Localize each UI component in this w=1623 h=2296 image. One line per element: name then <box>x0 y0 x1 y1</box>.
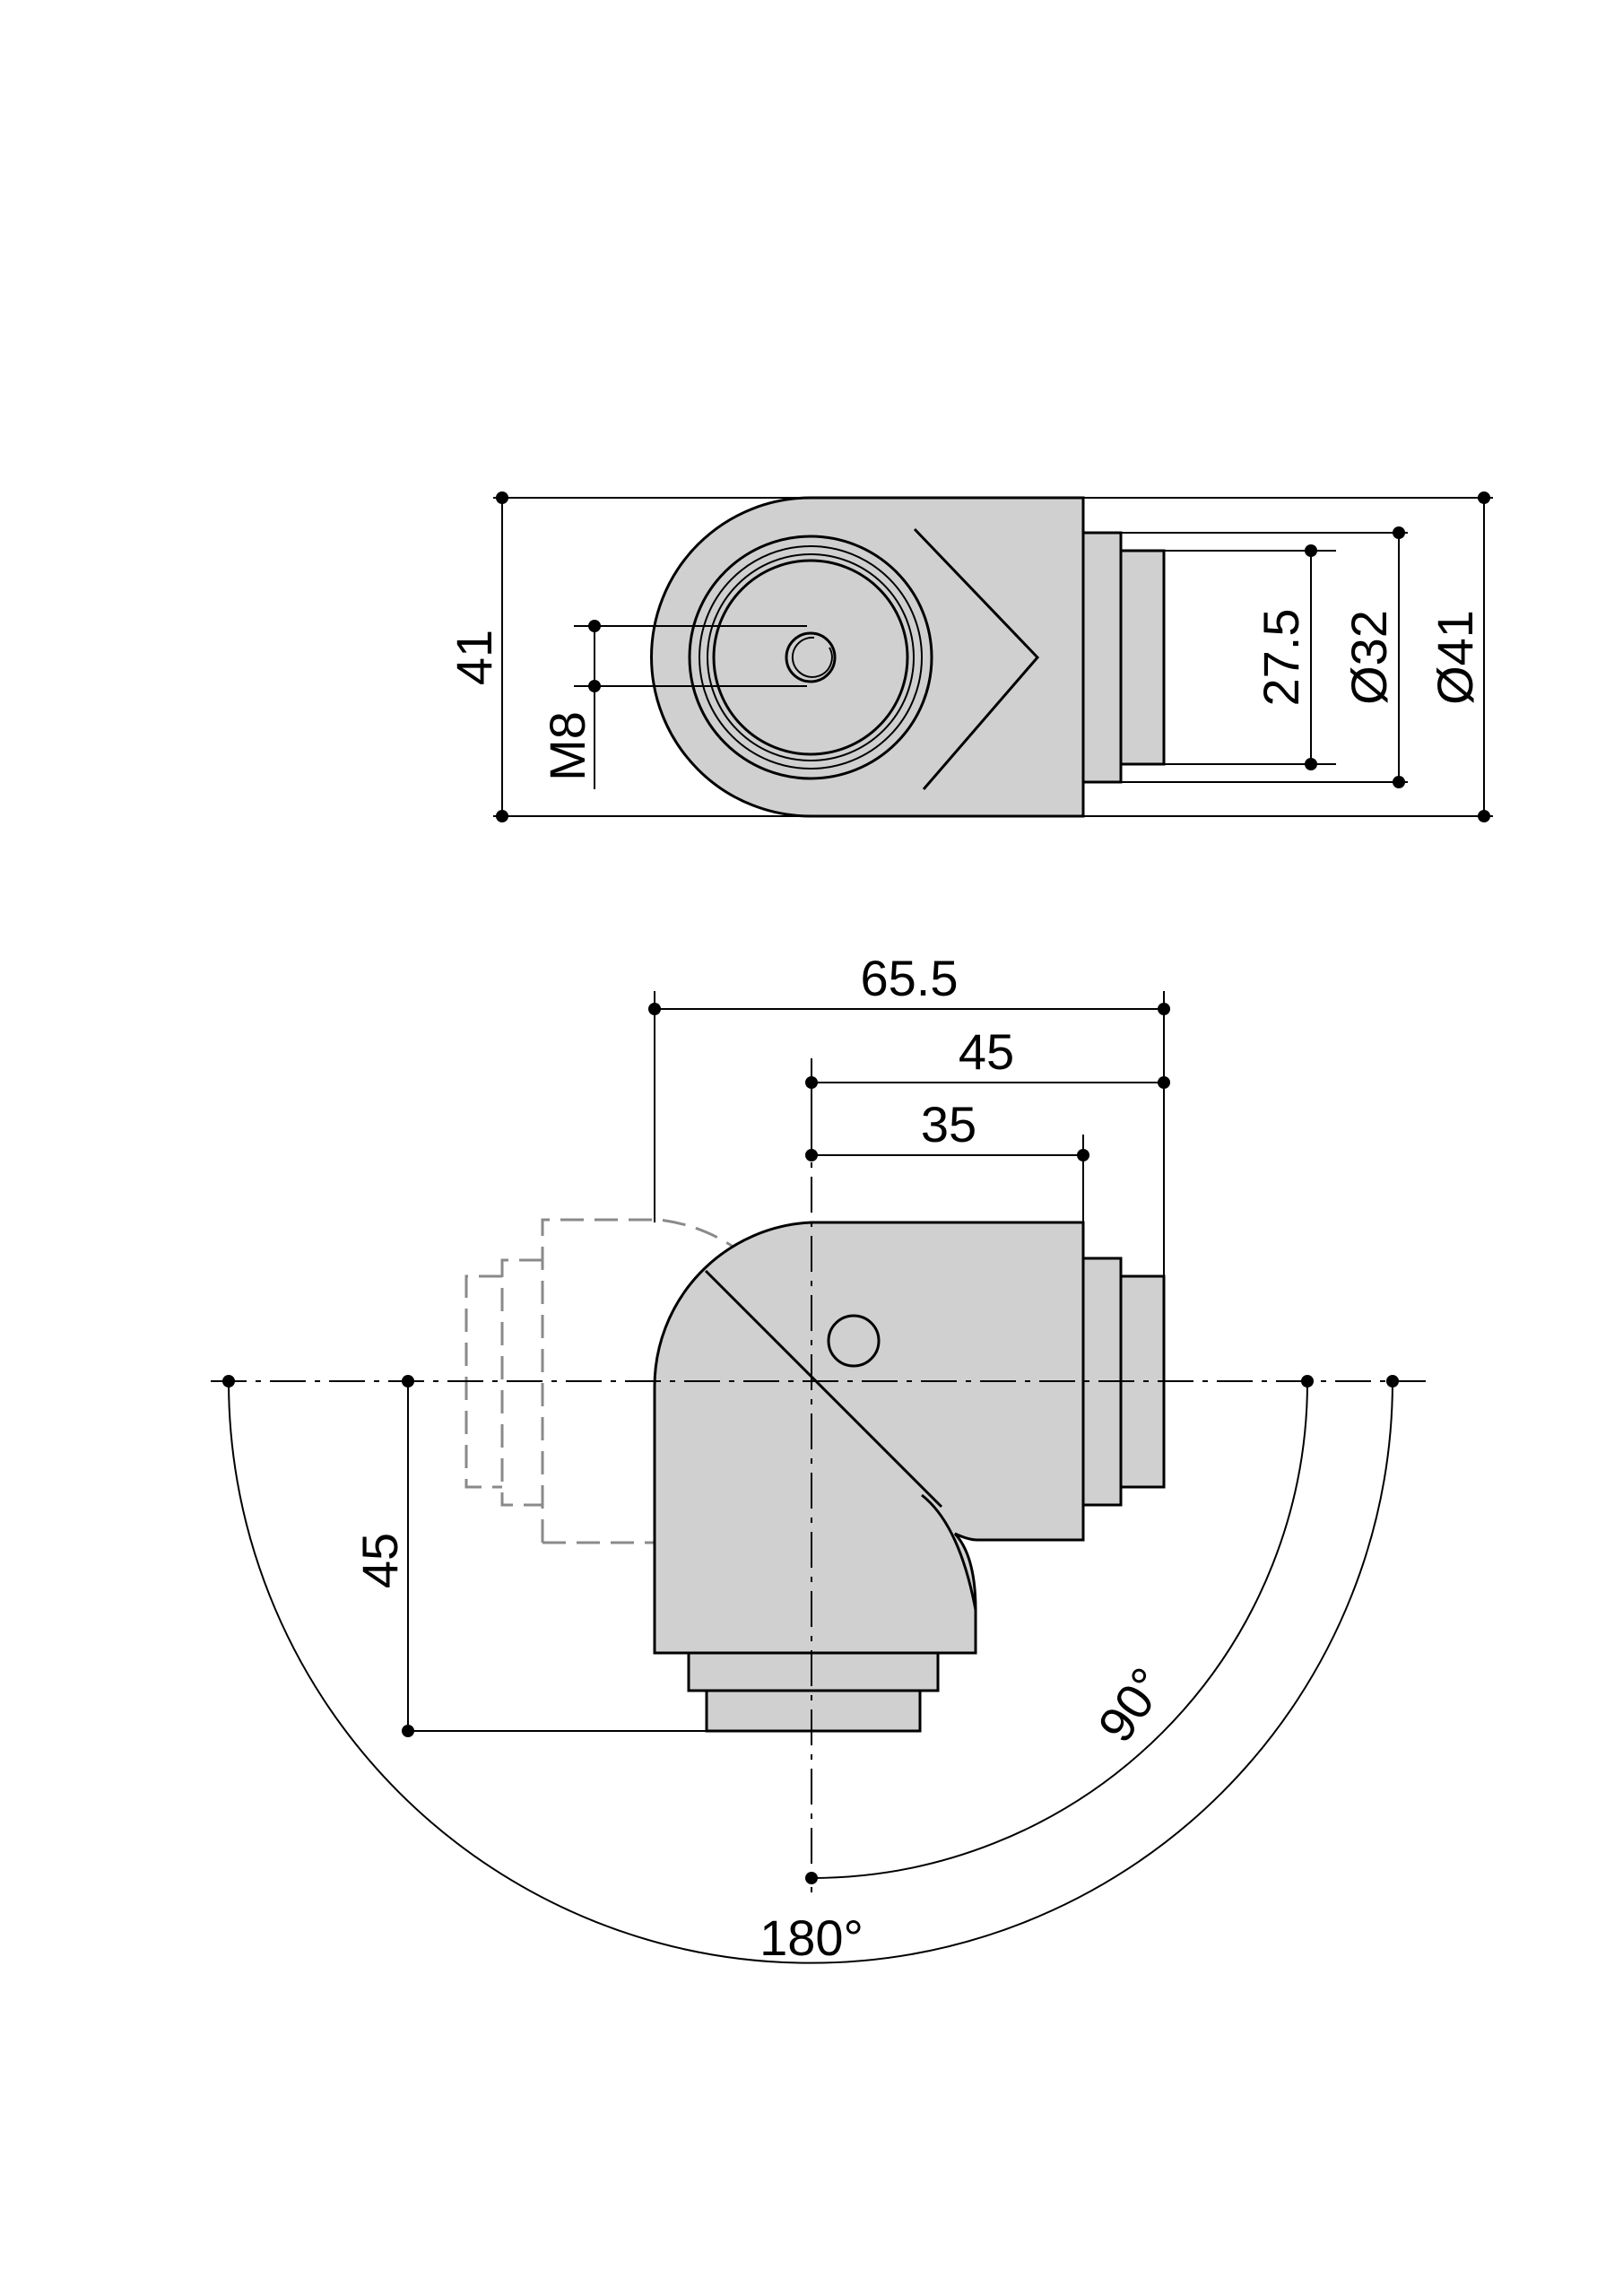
top-view-ring-2 <box>699 545 923 770</box>
dim-65-5-label: 65.5 <box>861 950 959 1006</box>
top-view-ring-3 <box>707 553 915 761</box>
dim-27-5-label: 27.5 <box>1253 609 1309 707</box>
angle-180-label: 180° <box>759 1909 864 1966</box>
arc-180 <box>228 1380 1393 1964</box>
dim-45-left-label: 45 <box>352 1533 408 1588</box>
top-view-stub-inner <box>1119 549 1166 766</box>
elbow-seam <box>704 1269 943 1509</box>
dim-o32-label: Ø32 <box>1341 610 1397 705</box>
bottom-stub-outer <box>687 1651 940 1692</box>
top-view-diamond <box>913 527 1040 790</box>
top-view-hole <box>785 631 837 683</box>
top-view-body <box>650 496 1085 818</box>
bottom-stub-inner <box>705 1689 922 1733</box>
top-view-stub-outer <box>1081 531 1123 784</box>
dim-o41-label: Ø41 <box>1427 610 1483 705</box>
arc-90 <box>811 1380 1309 1879</box>
side-view-hole <box>827 1314 881 1368</box>
top-view: 41 Ø41 M8 Ø32 27.5 <box>446 491 1493 822</box>
elbow-body <box>653 1221 1085 1655</box>
dim-m8-label: M8 <box>539 711 595 781</box>
angle-90-label: 90° <box>1087 1657 1176 1752</box>
dim-45-top-label: 45 <box>959 1023 1014 1080</box>
top-view-hole-thread <box>791 636 833 678</box>
dim-35-label: 35 <box>921 1096 976 1152</box>
top-view-ring-outer <box>688 535 933 780</box>
side-view: 65.5 45 35 45 90° 180° <box>211 950 1426 1966</box>
top-view-ring-inner <box>712 559 909 756</box>
dim-41-label: 41 <box>446 630 502 685</box>
